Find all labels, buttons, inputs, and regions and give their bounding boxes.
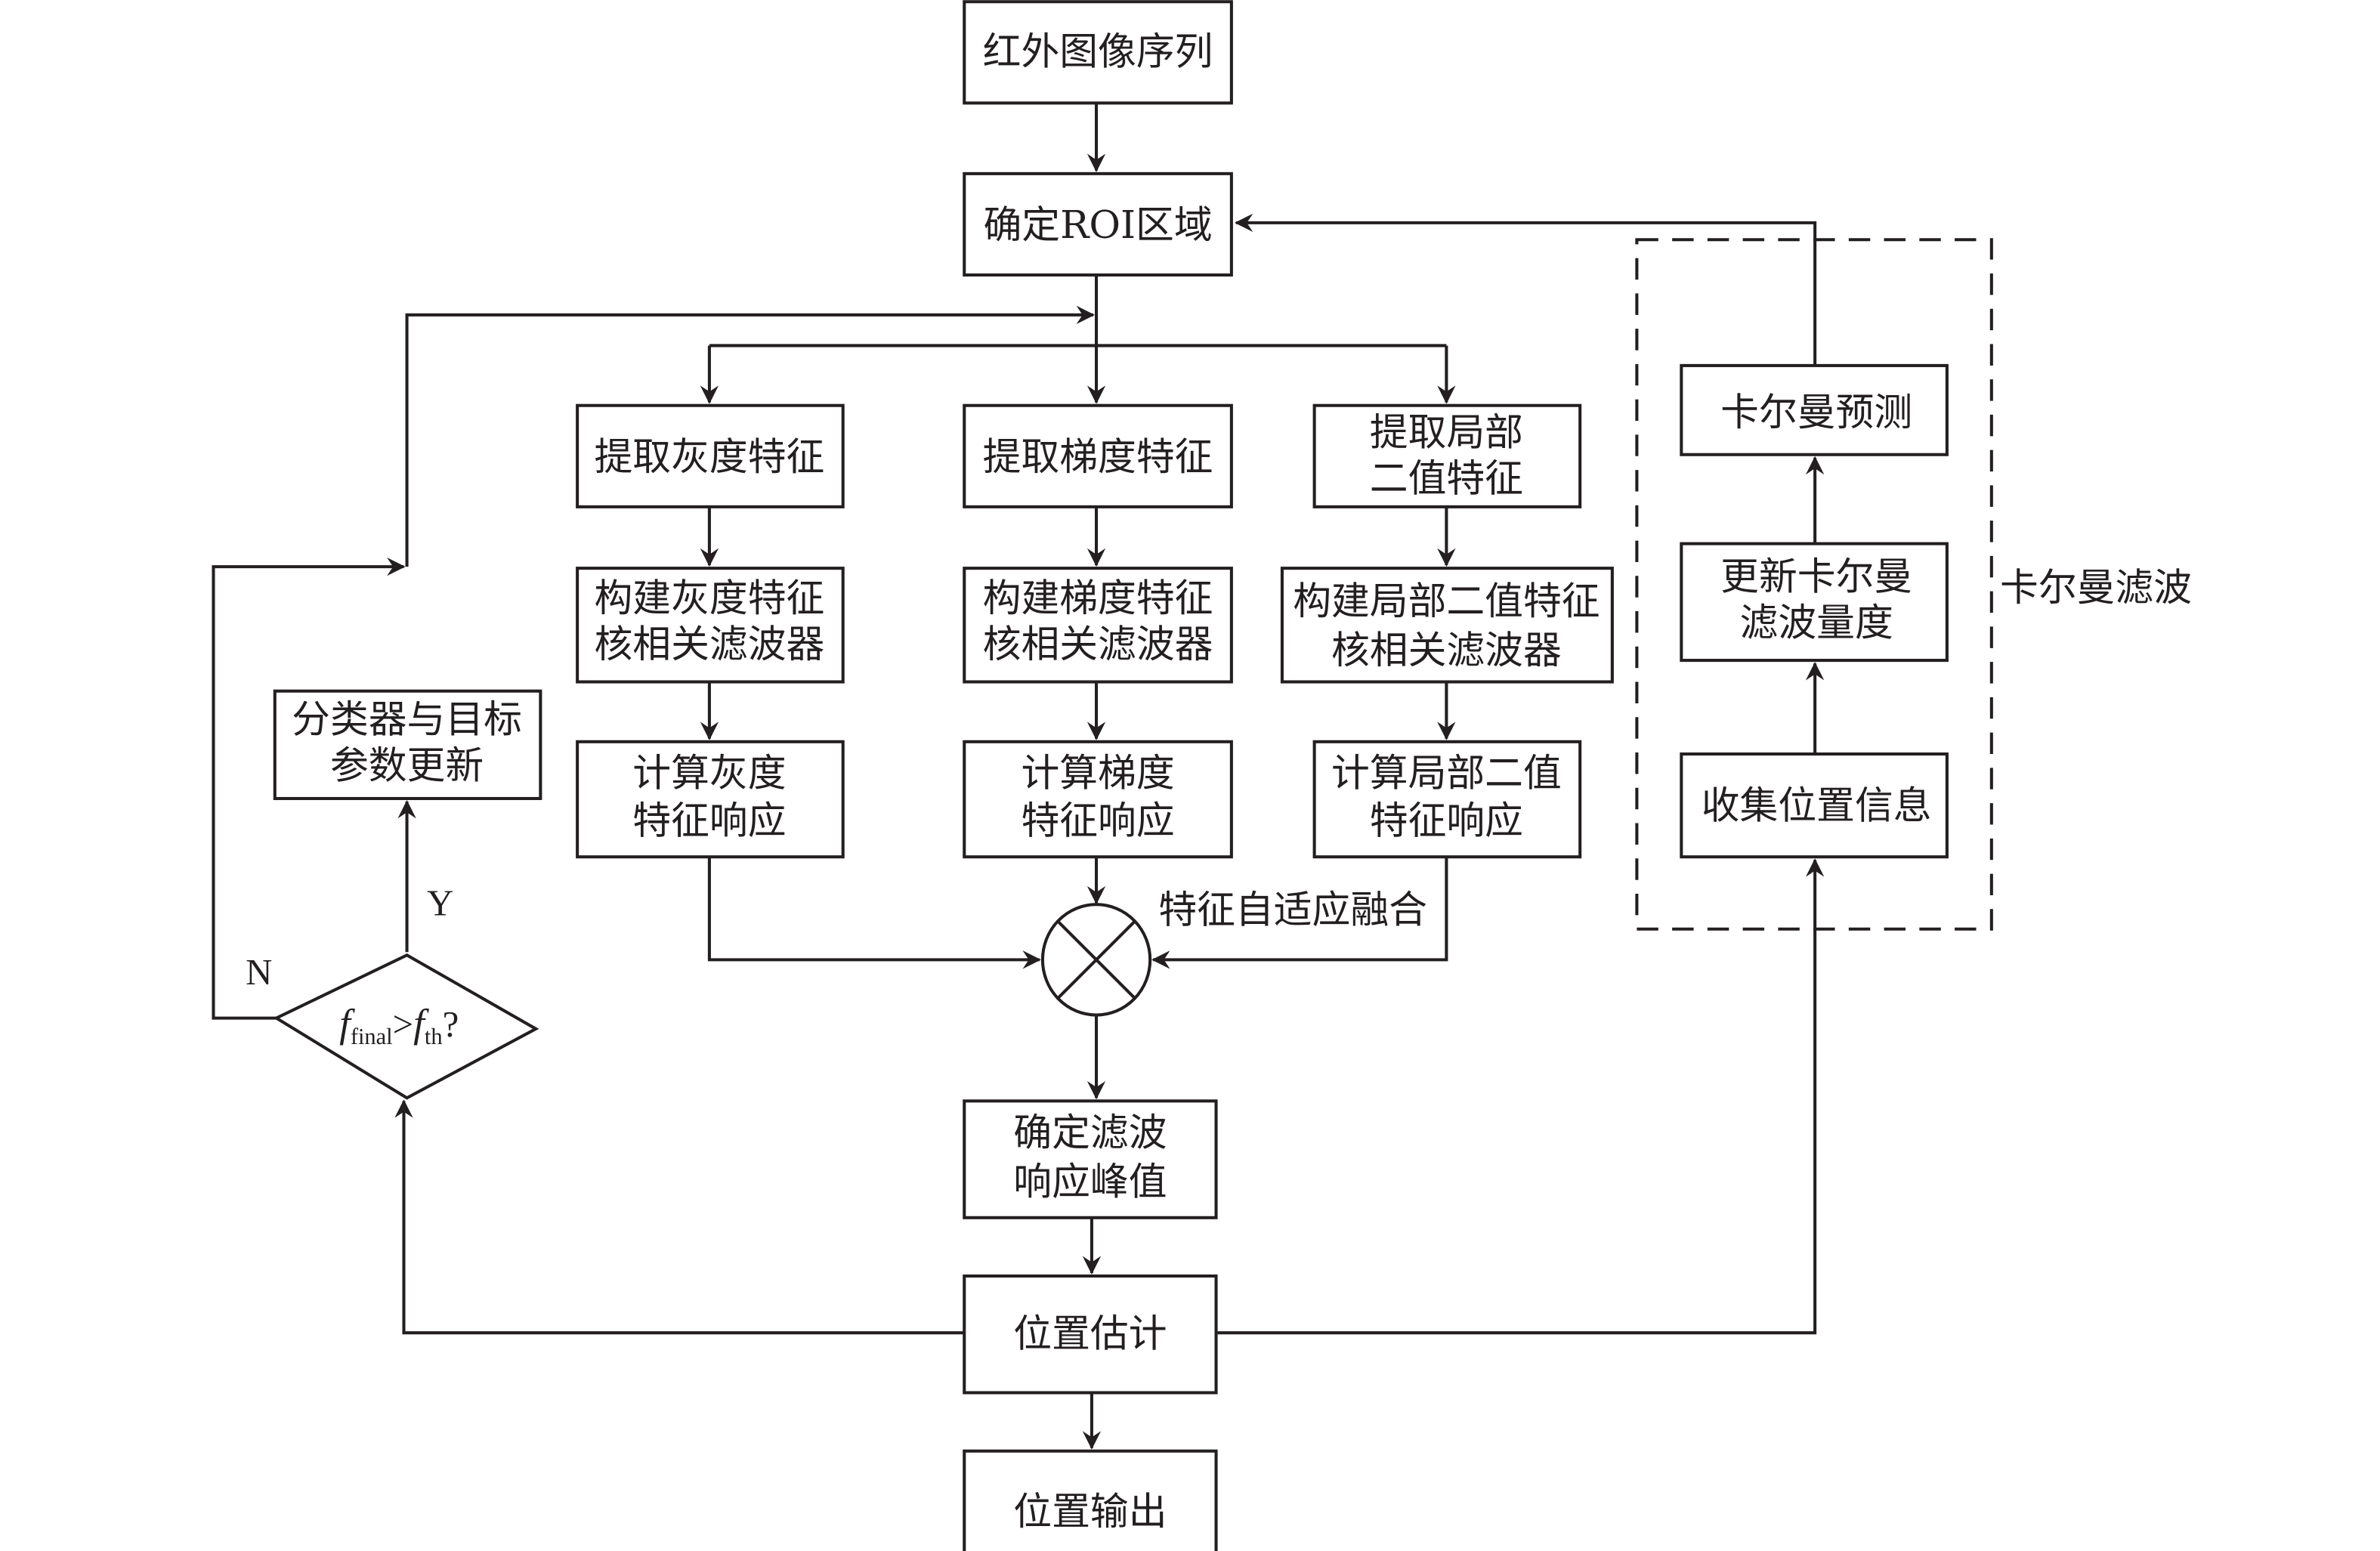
svg-text:核相关滤波器: 核相关滤波器 [983, 622, 1213, 666]
svg-text:提取局部: 提取局部 [1370, 410, 1523, 455]
arrow-lbp-to-fusion [1151, 857, 1448, 969]
decision-sub-final: final [351, 1024, 393, 1049]
svg-text:特征响应: 特征响应 [1021, 799, 1174, 843]
arrow-gray-to-fusion [707, 857, 1041, 969]
node-position-estimate: 位置估计 [963, 1274, 1218, 1395]
yes-label: Y [427, 882, 453, 923]
node-decision: ffinal>fth? [273, 953, 539, 1100]
svg-text:确定ROI区域: 确定ROI区域 [983, 202, 1212, 247]
arrow-classifier-to-branch [405, 305, 1096, 567]
node-collect-position: 收集位置信息 [1680, 752, 1949, 859]
node-extract-gray: 提取灰度特征 [576, 403, 845, 508]
svg-text:位置输出: 位置输出 [1013, 1489, 1167, 1534]
arrow-predict-to-roi [1234, 213, 1817, 366]
svg-text:滤波量度: 滤波量度 [1740, 601, 1893, 645]
svg-text:收集位置信息: 收集位置信息 [1702, 783, 1932, 827]
node-kalman-predict: 卡尔曼预测 [1680, 363, 1949, 456]
node-classifier-update: 分类器与目标 参数更新 [273, 689, 542, 801]
connectors [212, 103, 1825, 1450]
svg-text:核相关滤波器: 核相关滤波器 [595, 622, 825, 666]
svg-text:计算梯度: 计算梯度 [1021, 751, 1174, 796]
svg-text:响应峰值: 响应峰值 [1013, 1159, 1167, 1203]
svg-text:位置估计: 位置估计 [1013, 1312, 1167, 1356]
node-build-gradient-kcf: 构建梯度特征 核相关滤波器 [963, 567, 1233, 684]
svg-text:卡尔曼预测: 卡尔曼预测 [1720, 390, 1912, 434]
node-determine-roi: 确定ROI区域 [963, 171, 1233, 277]
svg-text:分类器与目标: 分类器与目标 [292, 697, 522, 742]
svg-text:构建局部二值特征: 构建局部二值特征 [1293, 579, 1600, 623]
decision-operator: > [393, 1004, 414, 1045]
node-position-output: 位置输出 [963, 1449, 1218, 1551]
svg-text:确定滤波: 确定滤波 [1013, 1110, 1167, 1154]
node-extract-lbp: 提取局部 二值特征 [1312, 403, 1582, 508]
fusion-label: 特征自适应融合 [1158, 888, 1427, 932]
svg-text:构建灰度特征: 构建灰度特征 [595, 576, 825, 620]
node-infrared-sequence: 红外图像序列 [963, 0, 1233, 105]
svg-text:提取梯度特征: 提取梯度特征 [983, 434, 1213, 479]
node-calc-gray-response: 计算灰度 特征响应 [576, 740, 845, 859]
svg-text:参数更新: 参数更新 [330, 743, 484, 788]
multiply-cross-stroke [1056, 920, 1136, 999]
fusion-multiplier-node [1040, 903, 1152, 1017]
kalman-group-label: 卡尔曼滤波 [2000, 565, 2192, 610]
svg-text:更新卡尔曼: 更新卡尔曼 [1720, 555, 1912, 599]
svg-text:红外图像序列: 红外图像序列 [983, 29, 1213, 74]
arrow-decision-no [212, 557, 406, 1020]
kalman-filter-group [1635, 238, 1993, 931]
node-build-gray-kcf: 构建灰度特征 核相关滤波器 [576, 567, 845, 684]
svg-text:特征响应: 特征响应 [632, 799, 786, 843]
svg-text:ffinal>fth?: ffinal>fth? [339, 1002, 459, 1049]
decision-question: ? [443, 1004, 459, 1045]
svg-text:提取灰度特征: 提取灰度特征 [595, 434, 825, 479]
node-determine-peak: 确定滤波 响应峰值 [963, 1099, 1218, 1219]
node-extract-gradient: 提取梯度特征 [963, 403, 1233, 508]
node-build-lbp-kcf: 构建局部二值特征 核相关滤波器 [1280, 567, 1614, 684]
arrow-estimate-to-decision [394, 1099, 965, 1335]
svg-text:特征响应: 特征响应 [1370, 799, 1523, 843]
node-kalman-update: 更新卡尔曼 滤波量度 [1680, 542, 1949, 663]
svg-text:计算灰度: 计算灰度 [632, 751, 786, 796]
arrow-estimate-to-collect [1217, 858, 1825, 1335]
svg-text:构建梯度特征: 构建梯度特征 [983, 576, 1213, 620]
decision-sub-th: th [425, 1024, 443, 1049]
node-calc-lbp-response: 计算局部二值 特征响应 [1312, 740, 1582, 859]
node-calc-gradient-response: 计算梯度 特征响应 [963, 740, 1233, 859]
svg-text:二值特征: 二值特征 [1370, 456, 1523, 501]
no-label: N [246, 952, 272, 993]
svg-text:核相关滤波器: 核相关滤波器 [1331, 628, 1562, 672]
svg-text:计算局部二值: 计算局部二值 [1331, 751, 1562, 796]
